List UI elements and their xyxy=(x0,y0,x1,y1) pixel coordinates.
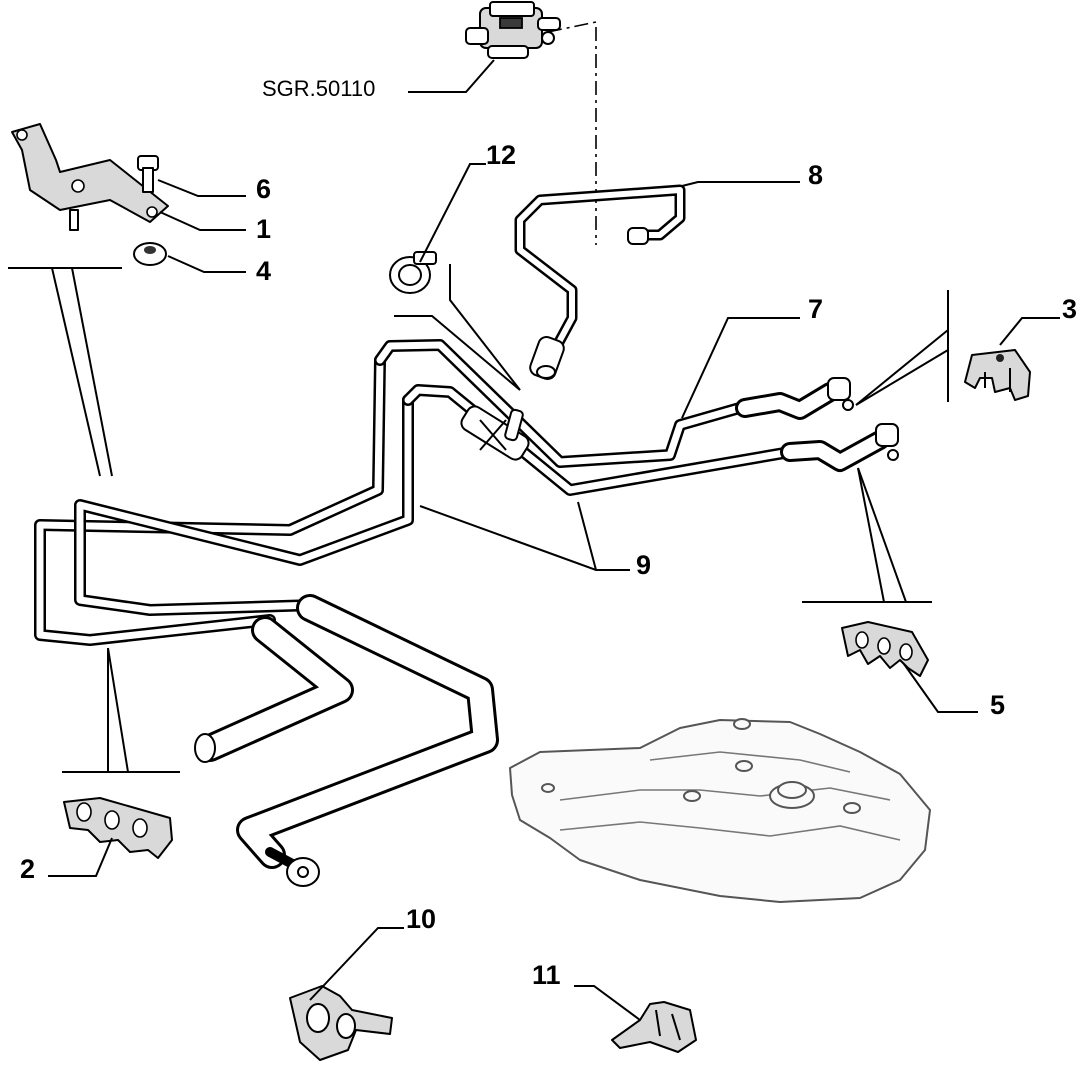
pipe-8 xyxy=(514,184,686,380)
fuel-tank xyxy=(509,718,931,903)
callout-1: 1 xyxy=(256,214,271,244)
group-bracket-lines xyxy=(8,264,949,773)
callout-5: 5 xyxy=(990,690,1005,720)
clip-part-3 xyxy=(964,349,1031,401)
callout-10: 10 xyxy=(406,904,436,934)
callout-9: 9 xyxy=(636,550,651,580)
callout-7: 7 xyxy=(808,294,823,324)
leader-lines xyxy=(48,163,1060,1021)
callout-12: 12 xyxy=(486,140,516,170)
reference-label: SGR.50110 xyxy=(262,76,375,101)
clamp-part-10 xyxy=(289,985,393,1061)
assembly-axis-line xyxy=(547,21,597,245)
nut-part-4 xyxy=(133,242,167,266)
callout-2: 2 xyxy=(20,854,35,884)
callout-6: 6 xyxy=(256,174,271,204)
hose-clamp-part-12 xyxy=(389,251,437,294)
callout-labels: 6 1 4 12 8 7 3 9 5 2 10 11 xyxy=(20,140,1077,990)
fuel-pump-module xyxy=(465,1,561,59)
clip-part-2 xyxy=(63,797,173,859)
callout-8: 8 xyxy=(808,160,823,190)
callout-3: 3 xyxy=(1062,294,1077,324)
reference-leader xyxy=(408,59,495,93)
bracket-part-1 xyxy=(11,123,169,231)
clip-part-11 xyxy=(611,1001,697,1053)
bolt-part-6 xyxy=(137,155,159,193)
pipe-bundle-9 xyxy=(34,339,899,887)
callout-11: 11 xyxy=(532,960,561,990)
callout-4: 4 xyxy=(256,256,271,286)
clip-part-5 xyxy=(841,621,929,677)
